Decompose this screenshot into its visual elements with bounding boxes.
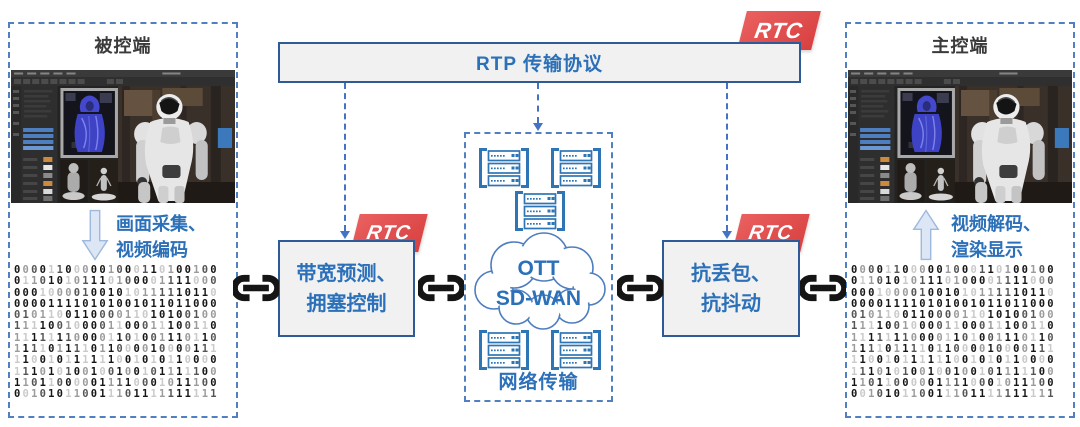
down-arrow-icon: [81, 209, 109, 261]
capture-encode-line1: 画面采集、: [116, 214, 206, 234]
network-transmission-label: 网络传输: [498, 372, 579, 393]
resilience-line1: 抗丢包、: [691, 262, 771, 285]
connector-rtp-to-resilience: [726, 83, 728, 231]
3d-app-screenshot-image: [11, 70, 235, 203]
app-screenshot-right: [848, 70, 1072, 203]
cloud-label-line1: OTT: [517, 257, 560, 280]
arrowhead-bandwidth: [340, 231, 350, 239]
cloud-label-line2: SD-WAN: [495, 287, 582, 310]
3d-app-screenshot-image: [848, 70, 1072, 203]
bandwidth-congestion-box: 带宽预测、 拥塞控制: [278, 240, 415, 337]
master-end-title: 主控端: [931, 36, 989, 56]
chain-link-icon: [617, 274, 663, 302]
app-screenshot-left: [11, 70, 235, 203]
rtc-badge-label: RTC: [752, 17, 806, 43]
connector-rtp-to-network: [537, 83, 539, 123]
connector-rtp-to-bandwidth: [344, 83, 346, 231]
server-rack-icon: [478, 148, 530, 188]
server-rack-icon: [550, 148, 602, 188]
decode-render-label: 视频解码、 渲染显示: [951, 211, 1041, 263]
decode-render-flow: 视频解码、 渲染显示: [847, 208, 1073, 264]
arrowhead-resilience: [722, 231, 732, 239]
cloud-label: OTT SD-WAN: [466, 254, 611, 314]
decode-render-line2: 渲染显示: [951, 240, 1023, 260]
capture-encode-flow: 画面采集、 视频编码: [10, 208, 236, 264]
server-rack-icon: [550, 330, 602, 370]
capture-encode-line2: 视频编码: [116, 240, 188, 260]
chain-link-icon: [800, 274, 846, 302]
bandwidth-line1: 带宽预测、: [296, 262, 397, 285]
bandwidth-line2: 拥塞控制: [306, 292, 387, 315]
controlled-end-title: 被控端: [94, 36, 152, 56]
server-rack-icon: [514, 191, 566, 231]
chain-link-icon: [233, 274, 279, 302]
server-rack-icon: [478, 330, 530, 370]
resilience-line2: 抗抖动: [701, 292, 761, 315]
rtp-protocol-bar: RTP 传输协议: [278, 42, 801, 83]
decode-render-line1: 视频解码、: [951, 214, 1041, 234]
capture-encode-label: 画面采集、 视频编码: [116, 211, 206, 263]
up-arrow-icon: [912, 209, 940, 261]
rtp-protocol-label: RTP 传输协议: [476, 54, 603, 75]
chain-link-icon: [418, 274, 464, 302]
cloud-icon: [474, 232, 606, 330]
arrowhead-network: [533, 123, 543, 131]
network-transmission-box: OTT SD-WAN 网络传输: [464, 132, 613, 402]
packet-loss-jitter-box: 抗丢包、 抗抖动: [662, 240, 800, 337]
